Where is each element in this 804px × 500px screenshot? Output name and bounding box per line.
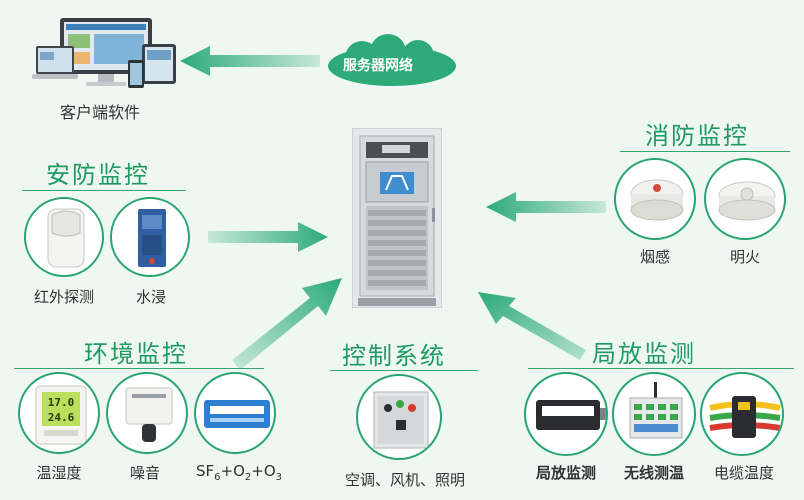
infrared-detector-icon <box>24 197 104 277</box>
fire-item-1-label: 烟感 <box>639 248 670 266</box>
arrow-pd-to-cabinet <box>478 292 586 360</box>
security-item-1-label: 红外探测 <box>33 288 94 306</box>
cable-temp-icon <box>700 372 784 456</box>
temperature-readout: 17.0 <box>48 396 75 409</box>
control-underline <box>330 370 478 371</box>
security-title: 安防监控 <box>46 161 150 189</box>
arrow-fire-to-cabinet <box>486 192 606 222</box>
security-underline <box>22 190 186 191</box>
arrow-security-to-cabinet <box>208 222 328 252</box>
pd-monitor-icon <box>524 372 608 456</box>
environment-title: 环境监控 <box>84 340 188 368</box>
fire-underline <box>620 151 790 152</box>
arrow-cloud-to-client <box>180 46 320 76</box>
environment-item-1-label: 温湿度 <box>36 464 82 482</box>
server-network-cloud <box>322 34 462 94</box>
gas-sensor-label: SF6+O2+O3 <box>196 462 283 483</box>
pd-item-1-label: 局放监测 <box>535 464 596 482</box>
pd-title: 局放监测 <box>592 340 696 368</box>
fire-item-2-label: 明火 <box>729 248 760 266</box>
environment-underline <box>14 368 264 369</box>
gas-sensor-icon <box>194 372 276 454</box>
flame-detector-icon <box>704 158 786 240</box>
control-cabinet <box>352 128 442 308</box>
noise-sensor-icon <box>106 372 188 454</box>
security-item-2-label: 水浸 <box>135 288 166 306</box>
control-item-1-label: 空调、风机、照明 <box>344 471 465 489</box>
thermo-hygrometer-icon: 17.0 24.6 <box>18 372 100 454</box>
wireless-temp-icon <box>612 372 696 456</box>
client-software-image <box>30 14 180 96</box>
arrow-environment-to-cabinet <box>232 278 342 370</box>
control-box-icon <box>356 374 442 460</box>
client-software-label: 客户端软件 <box>59 103 140 122</box>
pd-underline <box>528 368 794 369</box>
smoke-detector-icon <box>614 158 696 240</box>
water-sensor-icon <box>110 197 190 277</box>
humidity-readout: 24.6 <box>48 411 75 424</box>
environment-item-2-label: 噪音 <box>129 464 160 482</box>
fire-title: 消防监控 <box>645 122 749 150</box>
control-title: 控制系统 <box>342 342 446 370</box>
pd-item-2-label: 无线测温 <box>623 464 684 482</box>
server-network-label: 服务器网络 <box>343 58 413 74</box>
pd-item-3-label: 电缆温度 <box>713 464 774 482</box>
